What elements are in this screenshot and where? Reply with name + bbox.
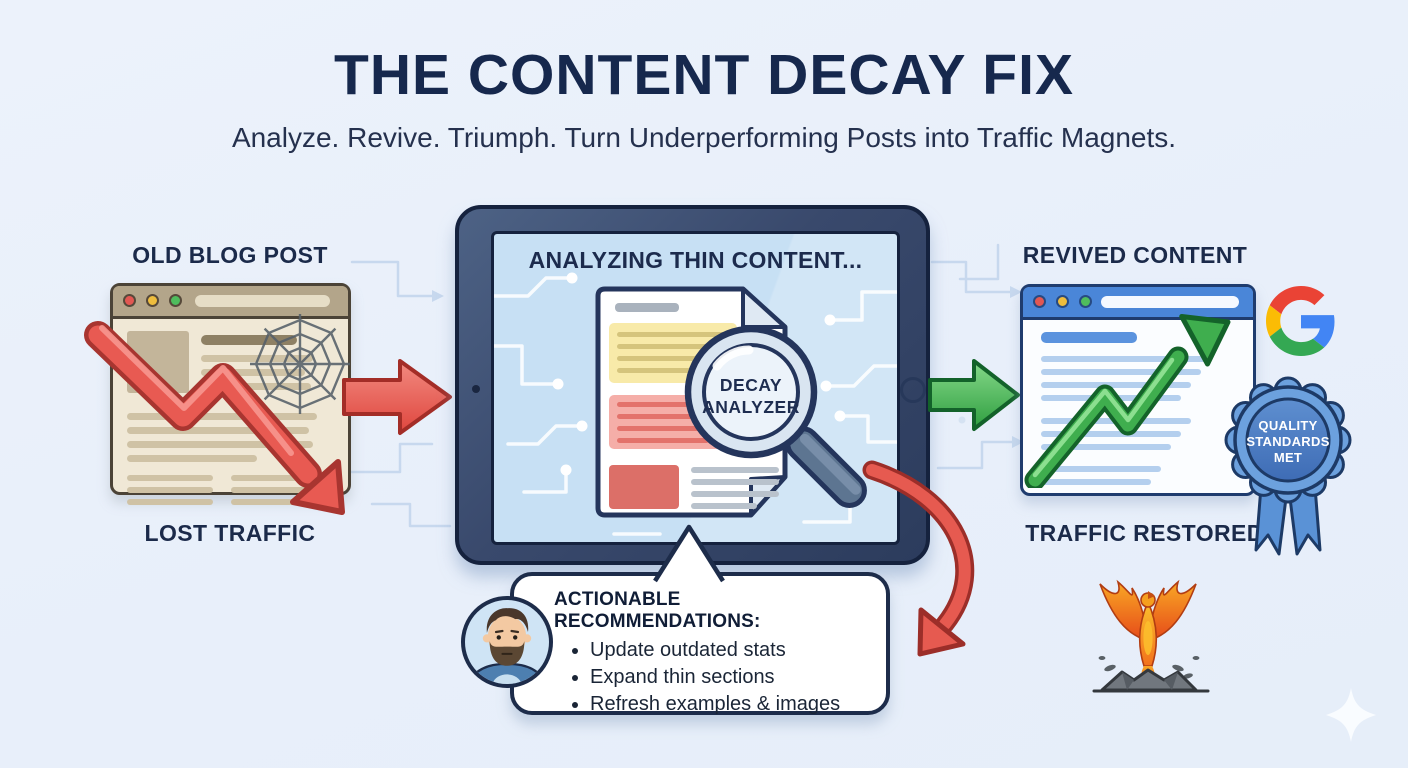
decline-arrow-icon xyxy=(84,321,345,515)
text-line xyxy=(201,369,305,376)
text-line xyxy=(1041,356,1209,362)
traffic-light-yellow-icon xyxy=(146,294,159,307)
text-line xyxy=(127,441,313,448)
text-line xyxy=(1041,444,1171,450)
image-block-red xyxy=(609,465,679,509)
person-icon xyxy=(467,608,547,684)
avatar xyxy=(461,596,553,688)
revived-content-window xyxy=(1020,284,1256,496)
traffic-light-green-icon xyxy=(1079,295,1092,308)
recommendations-list: Update outdated stats Expand thin sectio… xyxy=(572,637,886,718)
old-browser-address-bar xyxy=(195,295,330,307)
text-line xyxy=(691,491,779,497)
badge-text-line1: QUALITY xyxy=(1258,418,1317,433)
text-line xyxy=(617,344,729,349)
quality-badge: QUALITY STANDARDS MET xyxy=(1224,376,1352,556)
text-line xyxy=(201,335,297,345)
text-line xyxy=(691,467,779,473)
bubble-tail xyxy=(653,524,725,583)
flow-arrow-green-icon xyxy=(928,359,1020,431)
text-line xyxy=(1041,466,1161,472)
traffic-light-green-icon xyxy=(169,294,182,307)
text-line xyxy=(617,438,709,443)
magnifier-label-line2: ANALYZER xyxy=(702,397,800,417)
badge-text-line3: MET xyxy=(1274,450,1302,465)
old-post-label: OLD BLOG POST xyxy=(132,242,328,268)
page-title: THE CONTENT DECAY FIX xyxy=(334,43,1074,107)
recommendation-item: Update outdated stats xyxy=(590,637,886,664)
phoenix-icon xyxy=(1092,579,1210,693)
analyzing-status-text: ANALYZING THIN CONTENT... xyxy=(528,247,863,273)
text-line xyxy=(127,475,213,481)
tablet-home-button xyxy=(900,377,926,403)
sparkle-icon xyxy=(1326,688,1376,742)
tablet-screen: ANALYZING THIN CONTENT... xyxy=(491,231,900,545)
text-line xyxy=(127,455,257,462)
text-line xyxy=(617,414,733,419)
traffic-restored-caption: TRAFFIC RESTORED xyxy=(1025,520,1264,546)
old-browser-titlebar xyxy=(113,286,348,319)
text-line xyxy=(231,475,317,481)
flow-arrow-red-icon xyxy=(342,359,452,435)
revived-content-label: REVIVED CONTENT xyxy=(1022,242,1248,268)
badge-text-line2: STANDARDS xyxy=(1246,434,1329,449)
text-line xyxy=(1041,479,1151,485)
doc-title-line xyxy=(615,303,679,312)
text-line xyxy=(617,356,729,361)
text-line xyxy=(617,402,733,407)
traffic-light-yellow-icon xyxy=(1056,295,1069,308)
text-line xyxy=(127,487,213,493)
cobweb-icon xyxy=(250,314,350,414)
lost-traffic-caption: LOST TRAFFIC xyxy=(144,520,316,546)
curved-arrow-icon xyxy=(862,460,975,657)
text-line xyxy=(1041,369,1201,375)
analyzer-tablet: ANALYZING THIN CONTENT... xyxy=(455,205,930,565)
text-line xyxy=(127,427,309,434)
google-logo-icon xyxy=(1266,286,1335,356)
magnifier-icon: DECAY ANALYZER xyxy=(684,325,867,508)
revived-browser-titlebar xyxy=(1023,287,1253,320)
revived-browser-address-bar xyxy=(1101,296,1239,308)
recommendations-heading: ACTIONABLE RECOMMENDATIONS: xyxy=(554,589,761,632)
traffic-light-red-icon xyxy=(1033,295,1046,308)
text-line xyxy=(231,487,317,493)
text-line xyxy=(691,503,757,509)
text-line xyxy=(617,426,733,431)
tablet-camera-icon xyxy=(472,385,480,393)
text-line xyxy=(201,383,311,390)
growth-arrow-icon xyxy=(1024,314,1231,488)
text-line xyxy=(1041,431,1181,437)
recommendation-item: Refresh examples & images xyxy=(590,691,886,718)
text-line xyxy=(127,499,213,505)
text-line xyxy=(1041,332,1137,343)
text-line xyxy=(231,499,295,505)
text-line xyxy=(127,413,317,420)
page-subtitle: Analyze. Revive. Triumph. Turn Underperf… xyxy=(231,122,1177,153)
recommendations-bubble: ACTIONABLE RECOMMENDATIONS: Update outda… xyxy=(510,572,890,715)
recommendation-item: Expand thin sections xyxy=(590,664,886,691)
text-line xyxy=(617,332,729,337)
magnifier-label-line1: DECAY xyxy=(720,375,782,395)
text-line xyxy=(1041,382,1191,388)
text-line xyxy=(617,368,693,373)
traffic-light-red-icon xyxy=(123,294,136,307)
text-line xyxy=(691,479,779,485)
